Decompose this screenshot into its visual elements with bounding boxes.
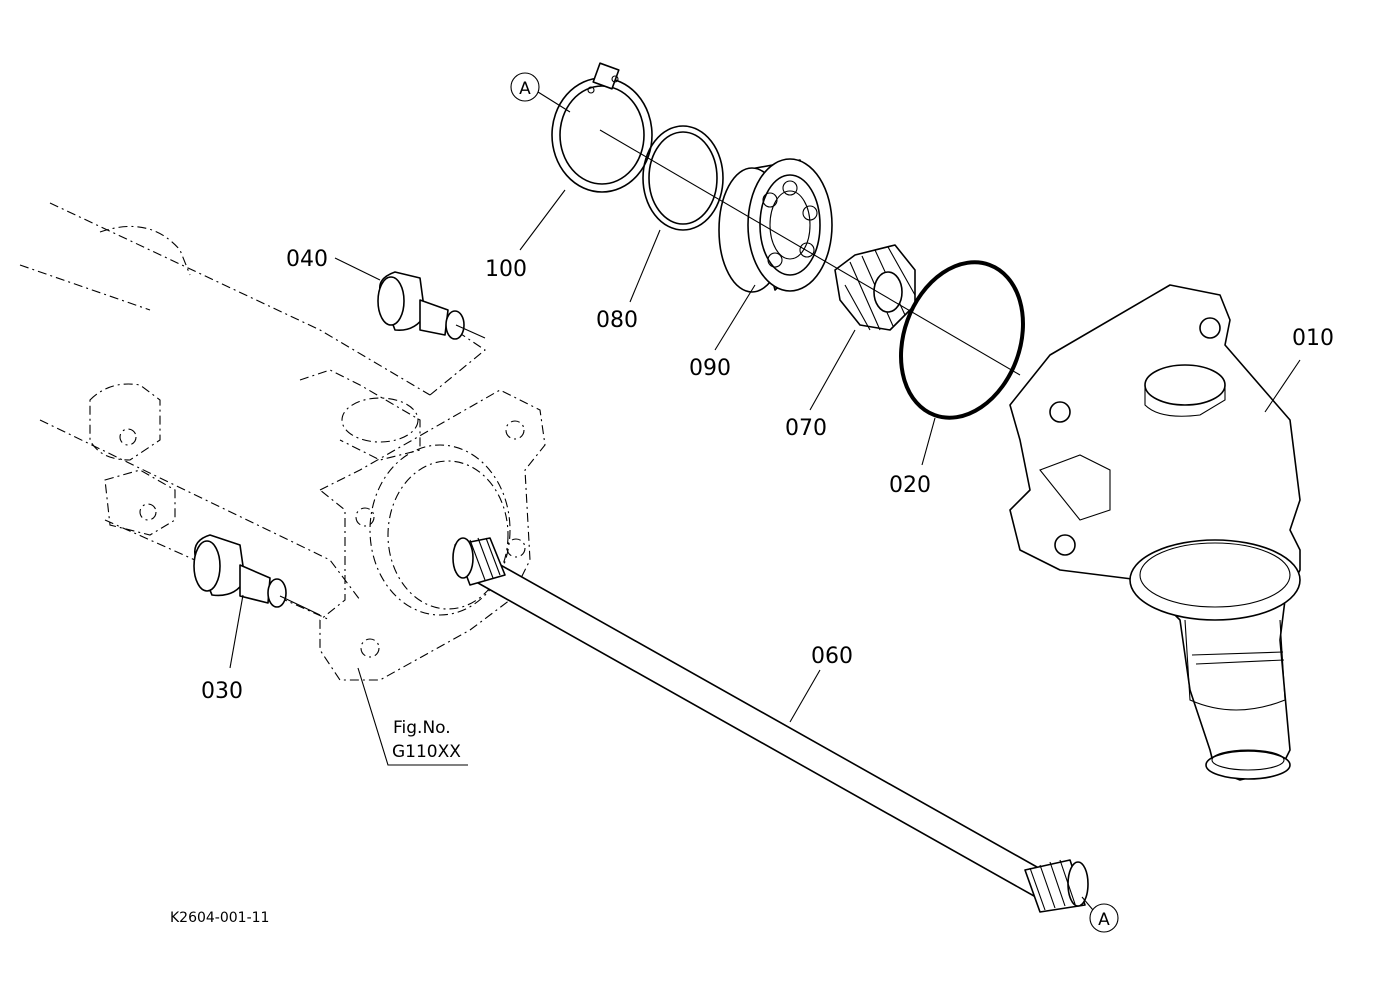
- plug-030[interactable]: [193, 534, 321, 616]
- axle-housing-outline: [19, 202, 546, 681]
- plug-040[interactable]: [377, 271, 486, 340]
- ball-bearing-090[interactable]: [718, 158, 833, 293]
- callout-100[interactable]: 100: [485, 257, 527, 282]
- callout-090[interactable]: 090: [689, 356, 731, 381]
- callout-leaders: [229, 189, 1301, 766]
- figure-reference-line1: Fig.No.: [393, 718, 451, 738]
- callout-060[interactable]: 060: [811, 644, 853, 669]
- spacer-ring-080[interactable]: [642, 125, 724, 231]
- bevel-gear-070[interactable]: [834, 244, 916, 331]
- snap-ring-100[interactable]: [551, 62, 653, 193]
- figure-reference-line2: G110XX: [392, 742, 461, 762]
- gear-case-010[interactable]: [1009, 284, 1301, 781]
- callout-080[interactable]: 080: [596, 308, 638, 333]
- assembly-axis-lines: [537, 91, 1094, 911]
- o-ring-020[interactable]: [880, 245, 1044, 435]
- joint-marker-top: A: [510, 72, 540, 102]
- svg-text:A: A: [1098, 910, 1110, 930]
- callout-030[interactable]: 030: [201, 679, 243, 704]
- callout-040[interactable]: 040: [286, 247, 328, 272]
- shaft-060[interactable]: [452, 537, 1089, 913]
- svg-text:A: A: [519, 79, 531, 99]
- figure-code: K2604-001-11: [170, 910, 269, 926]
- joint-marker-bottom: A: [1089, 903, 1119, 933]
- callout-010[interactable]: 010: [1292, 326, 1334, 351]
- callout-070[interactable]: 070: [785, 416, 827, 441]
- callout-020[interactable]: 020: [889, 473, 931, 498]
